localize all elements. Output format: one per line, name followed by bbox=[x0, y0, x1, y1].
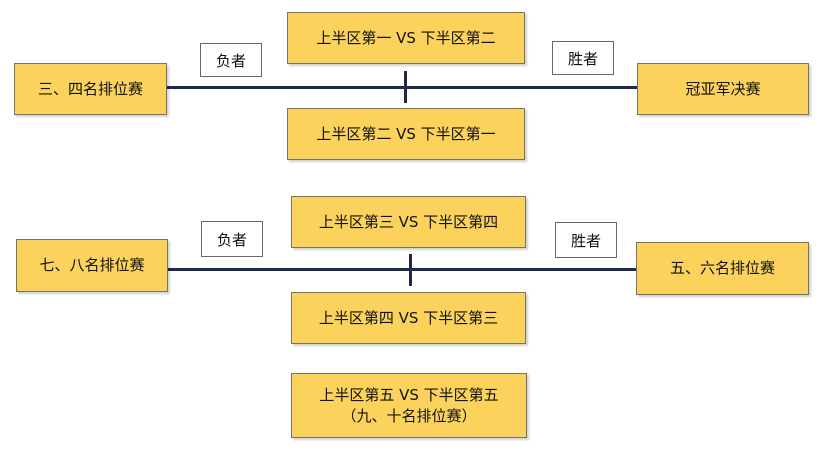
group1-loser-label: 负者 bbox=[200, 43, 262, 77]
group2-match-top-text: 上半区第三 VS 下半区第四 bbox=[318, 212, 499, 231]
group1-left-placement-text: 三、四名排位赛 bbox=[37, 79, 143, 98]
group2-left-placement: 七、八名排位赛 bbox=[16, 239, 168, 292]
group1-right-placement-text: 冠亚军决赛 bbox=[685, 79, 761, 98]
group2-right-placement-text: 五、六名排位赛 bbox=[669, 259, 775, 278]
group2-left-placement-text: 七、八名排位赛 bbox=[39, 256, 145, 275]
group2-match-bottom: 上半区第四 VS 下半区第三 bbox=[291, 292, 526, 344]
final-match-box: 上半区第五 VS 下半区第五 （九、十名排位赛） bbox=[291, 373, 527, 438]
group2-winner-label-text: 胜者 bbox=[570, 231, 601, 250]
group2-winner-label: 胜者 bbox=[555, 222, 617, 258]
group1-match-top: 上半区第一 VS 下半区第二 bbox=[287, 12, 525, 64]
group2-connector-line bbox=[168, 268, 638, 271]
group2-loser-label: 负者 bbox=[201, 221, 263, 257]
final-match-line1: 上半区第五 VS 下半区第五 bbox=[319, 386, 499, 405]
group1-loser-label-text: 负者 bbox=[215, 51, 246, 70]
group2-right-placement: 五、六名排位赛 bbox=[636, 242, 809, 295]
group2-center-divider bbox=[409, 254, 412, 286]
group1-connector-line bbox=[166, 86, 638, 89]
group1-match-top-text: 上半区第一 VS 下半区第二 bbox=[316, 28, 496, 47]
final-match-line2: （九、十名排位赛） bbox=[341, 406, 477, 425]
group2-loser-label-text: 负者 bbox=[216, 230, 247, 249]
group1-center-divider bbox=[404, 71, 407, 103]
group2-match-top: 上半区第三 VS 下半区第四 bbox=[291, 196, 526, 248]
group1-match-bottom: 上半区第二 VS 下半区第一 bbox=[287, 108, 525, 160]
group2-match-bottom-text: 上半区第四 VS 下半区第三 bbox=[318, 308, 499, 327]
group1-right-placement: 冠亚军决赛 bbox=[637, 63, 809, 115]
group1-left-placement: 三、四名排位赛 bbox=[14, 63, 167, 115]
group1-winner-label: 胜者 bbox=[552, 41, 614, 75]
group1-winner-label-text: 胜者 bbox=[567, 49, 598, 68]
group1-match-bottom-text: 上半区第二 VS 下半区第一 bbox=[316, 124, 496, 143]
